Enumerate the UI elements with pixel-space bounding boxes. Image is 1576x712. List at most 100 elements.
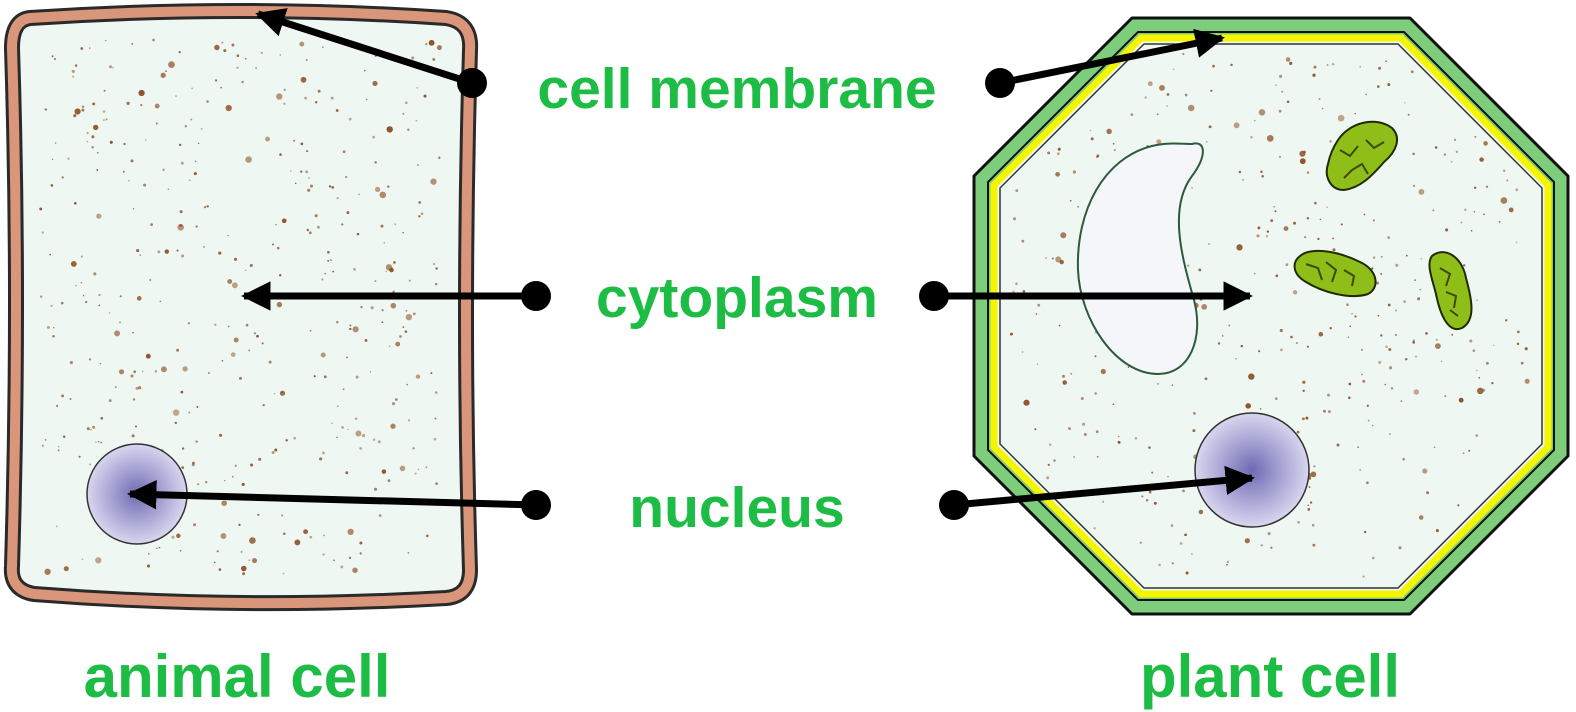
cytoplasm-granule	[223, 49, 226, 52]
cytoplasm-granule	[189, 179, 191, 181]
cytoplasm-granule	[245, 58, 247, 60]
cytoplasm-granule	[1348, 397, 1351, 400]
cytoplasm-granule	[218, 252, 221, 255]
cytoplasm-granule	[127, 102, 130, 105]
cytoplasm-granule	[208, 372, 210, 374]
cytoplasm-granule	[1499, 221, 1501, 223]
cytoplasm-granule	[1388, 304, 1391, 307]
cytoplasm-granule	[1023, 400, 1029, 406]
cytoplasm-granule	[384, 242, 386, 244]
cytoplasm-granule	[1222, 335, 1224, 337]
cytoplasm-granule	[389, 345, 390, 346]
cytoplasm-granule	[309, 231, 312, 234]
cytoplasm-granule	[1414, 389, 1419, 394]
cytoplasm-granule	[355, 431, 361, 437]
cytoplasm-granule	[330, 259, 332, 261]
cytoplasm-granule	[74, 202, 77, 205]
cytoplasm-granule	[272, 243, 274, 245]
cytoplasm-granule	[165, 70, 167, 72]
cytoplasm-granule	[248, 349, 250, 351]
cytoplasm-granule	[406, 384, 408, 386]
cytoplasm-granule	[349, 557, 351, 559]
cytoplasm-granule	[1373, 219, 1375, 221]
cytoplasm-granule	[261, 52, 263, 54]
cytoplasm-granule	[1417, 297, 1420, 300]
cytoplasm-granule	[310, 330, 312, 332]
cytoplasm-granule	[1201, 304, 1207, 310]
cytoplasm-granule	[1148, 81, 1153, 86]
cytoplasm-granule	[382, 469, 386, 473]
cytoplasm-granule	[269, 361, 272, 364]
cytoplasm-granule	[47, 326, 50, 329]
cytoplasm-granule	[1474, 211, 1476, 213]
cytoplasm-granule	[279, 274, 281, 276]
cytoplasm-granule	[231, 44, 234, 47]
cytoplasm-granule	[96, 214, 101, 219]
cytoplasm-granule	[145, 139, 146, 140]
cytoplasm-granule	[1309, 486, 1311, 488]
cytoplasm-granule	[275, 224, 277, 226]
cytoplasm-granule	[1451, 334, 1453, 336]
cytoplasm-granule	[358, 194, 359, 195]
cytoplasm-granule	[1359, 66, 1361, 68]
cytoplasm-granule	[1180, 542, 1183, 545]
cytoplasm-granule	[1414, 279, 1416, 281]
cytoplasm-granule	[106, 118, 108, 120]
cytoplasm-granule	[1337, 444, 1340, 447]
cytoplasm-granule	[1314, 66, 1317, 69]
cytoplasm-granule	[1260, 408, 1262, 410]
cytoplasm-granule	[1463, 264, 1465, 266]
cytoplasm-granule	[61, 394, 64, 397]
cytoplasm-granule	[1468, 450, 1470, 452]
cytoplasm-granule	[394, 223, 396, 225]
cytoplasm-granule	[232, 476, 234, 478]
cytoplasm-granule	[423, 95, 426, 98]
cytoplasm-granule	[103, 119, 105, 121]
cytoplasm-granule	[1268, 532, 1271, 535]
cytoplasm-granule	[131, 43, 133, 45]
cytoplasm-granule	[190, 119, 192, 121]
cytoplasm-granule	[135, 425, 137, 427]
cytoplasm-granule	[1191, 553, 1193, 555]
cytoplasm-granule	[1073, 456, 1074, 457]
cytoplasm-granule	[370, 371, 371, 372]
cytoplasm-granule	[1457, 504, 1459, 506]
cytoplasm-granule	[1385, 60, 1387, 62]
cytoplasm-granule	[180, 550, 182, 552]
cytoplasm-granule	[1400, 400, 1402, 402]
cytoplasm-granule	[1305, 417, 1308, 420]
cytoplasm-granule	[283, 103, 285, 105]
cytoplasm-granule	[149, 279, 151, 281]
cytoplasm-granule	[62, 176, 64, 178]
cytoplasm-granule	[364, 70, 366, 72]
cytoplasm-granule	[1357, 446, 1359, 448]
cytoplasm-granule	[314, 375, 316, 377]
cytoplasm-granule	[254, 332, 256, 334]
cytoplasm-granule	[159, 547, 161, 549]
cytoplasm-granule	[1254, 120, 1256, 122]
cytoplasm-granule	[1021, 240, 1024, 243]
cytoplasm-granule	[1057, 152, 1060, 155]
cytoplasm-granule	[1412, 153, 1415, 156]
label-cell-membrane: cell membrane	[537, 57, 936, 121]
cytoplasm-granule	[360, 306, 362, 308]
cytoplasm-granule	[1250, 136, 1253, 139]
cytoplasm-granule	[82, 558, 84, 560]
cytoplasm-granule	[294, 539, 300, 545]
cytoplasm-granule	[249, 537, 256, 544]
cytoplasm-granule	[1199, 510, 1203, 514]
cytoplasm-granule	[115, 386, 117, 388]
cytoplasm-granule	[307, 189, 310, 192]
cytoplasm-granule	[1403, 300, 1406, 303]
cytoplasm-granule	[1289, 62, 1292, 65]
cytoplasm-granule	[435, 267, 437, 269]
cytoplasm-granule	[1515, 188, 1518, 191]
cytoplasm-granule	[277, 302, 282, 307]
cytoplasm-granule	[181, 391, 184, 394]
cytoplasm-granule	[349, 328, 351, 330]
cytoplasm-granule	[1053, 459, 1055, 461]
cytoplasm-granule	[100, 363, 101, 364]
cytoplasm-granule	[83, 295, 84, 296]
cytoplasm-granule	[245, 156, 252, 163]
cytoplasm-granule	[98, 441, 100, 443]
